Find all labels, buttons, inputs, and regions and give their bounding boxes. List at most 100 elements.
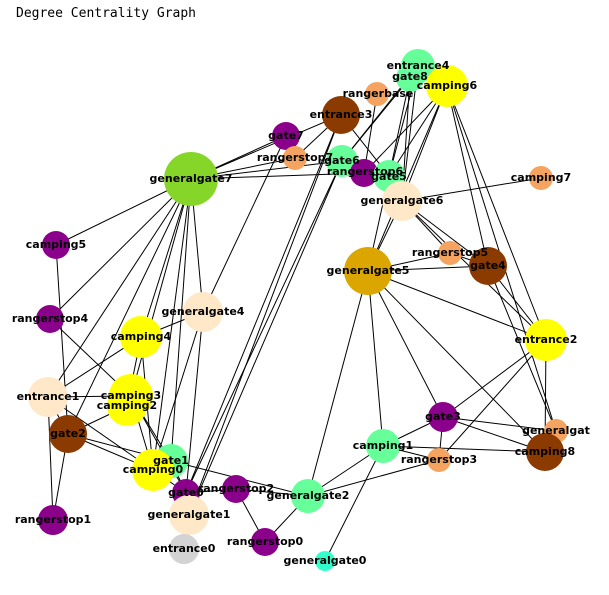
node-label-gate8: gate8 <box>392 70 428 83</box>
edge-camping6-entrance2 <box>446 85 547 341</box>
node-label-rangerstop4: rangerstop4 <box>12 312 89 325</box>
edge-camping6-generalgate5 <box>367 85 448 272</box>
node-rangerstop5 <box>438 241 462 265</box>
node-entrance1 <box>28 377 68 417</box>
edge-entrance1-rangerstop1 <box>47 396 54 521</box>
node-label-generalgate1: generalgate1 <box>148 508 231 521</box>
node-rangerstop4 <box>36 305 64 333</box>
node-label-camping7: camping7 <box>511 171 571 184</box>
node-layer: generalgate7generalgate5entrance3entranc… <box>12 49 590 571</box>
node-label-generalgate5: generalgate5 <box>327 264 410 277</box>
node-label-rangerstop3: rangerstop3 <box>401 453 477 466</box>
edge-gate4-generalgate3 <box>487 265 557 432</box>
node-label-entrance4: entrance4 <box>387 59 450 72</box>
node-entrance3 <box>322 96 360 134</box>
node-label-gate1: gate1 <box>153 454 189 467</box>
node-label-gate3: gate3 <box>425 410 461 423</box>
node-gate3 <box>428 402 458 432</box>
node-label-entrance2: entrance2 <box>515 333 578 346</box>
edge-generalgate7-gate1 <box>170 178 192 462</box>
node-gate6 <box>326 145 358 177</box>
graph-title: Degree Centrality Graph <box>16 6 197 21</box>
node-label-rangerstop2: rangerstop2 <box>198 482 274 495</box>
node-label-rangerbase: rangerbase <box>343 87 414 100</box>
node-rangerstop2 <box>222 475 250 503</box>
node-entrance0 <box>169 534 199 564</box>
node-label-camping0: camping0 <box>123 463 184 476</box>
node-rangerstop7 <box>283 146 307 170</box>
node-camping8 <box>526 433 564 471</box>
edge-rangerstop3-generalgate2 <box>307 459 440 497</box>
node-rangerstop0 <box>251 528 279 556</box>
node-label-generalgate3: generalgat <box>522 424 590 437</box>
node-label-rangerstop0: rangerstop0 <box>227 535 304 548</box>
node-label-camping2: camping2 <box>97 399 157 412</box>
edge-generalgate5-camping1 <box>367 270 384 447</box>
node-generalgate7 <box>164 152 218 206</box>
edge-gate7-generalgate4 <box>202 135 287 313</box>
edge-gate8-gate5 <box>388 77 411 177</box>
node-label-gate5: gate5 <box>371 170 407 183</box>
node-label-entrance3: entrance3 <box>310 108 373 121</box>
node-label-gate6: gate6 <box>324 154 360 167</box>
node-label-rangerstop5: rangerstop5 <box>412 246 488 259</box>
node-gate8 <box>396 64 424 92</box>
node-label-rangerstop6: rangerstop6 <box>327 165 404 178</box>
edge-gate6-generalgate1 <box>188 160 343 516</box>
node-rangerstop1 <box>38 505 68 535</box>
edge-gate3-generalgate3 <box>442 416 557 432</box>
node-camping4 <box>120 316 162 358</box>
node-label-gate7: gate7 <box>268 129 304 142</box>
node-camping6 <box>426 65 468 107</box>
node-gate2 <box>49 415 87 453</box>
node-label-camping8: camping8 <box>515 445 575 458</box>
node-label-gate4: gate4 <box>470 259 506 272</box>
edge-entrance2-gate3 <box>442 339 547 418</box>
edge-entrance3-gate0 <box>185 114 342 494</box>
node-label-camping1: camping1 <box>353 439 413 452</box>
edge-gate6-gate0 <box>185 160 343 494</box>
edge-generalgate7-gate2 <box>67 178 192 435</box>
edge-generalgate7-entrance1 <box>47 178 192 398</box>
node-label-camping3: camping3 <box>101 389 161 402</box>
node-camping1 <box>366 429 400 463</box>
edge-generalgate4-gate0 <box>185 311 204 494</box>
node-generalgate0 <box>315 551 335 571</box>
edge-camping1-generalgate0 <box>324 445 384 562</box>
edge-entrance3-generalgate1 <box>188 114 342 516</box>
node-label-generalgate6: generalgate6 <box>361 194 444 207</box>
edge-generalgate7-camping4 <box>140 178 192 338</box>
node-camping0 <box>132 449 174 491</box>
node-label-camping6: camping6 <box>417 79 478 92</box>
node-rangerstop6 <box>350 159 378 187</box>
node-label-entrance0: entrance0 <box>153 542 216 555</box>
node-label-rangerstop1: rangerstop1 <box>15 513 91 526</box>
node-generalgate6 <box>382 181 422 221</box>
edge-generalgate6-camping7 <box>401 177 542 202</box>
node-generalgate1 <box>169 495 209 535</box>
node-generalgate4 <box>183 292 223 332</box>
edge-camping1-camping8 <box>382 445 546 453</box>
edge-generalgate5-generalgate2 <box>307 270 369 497</box>
node-gate4 <box>469 247 507 285</box>
node-camping5 <box>42 231 70 259</box>
edge-generalgate5-entrance2 <box>367 270 547 341</box>
node-rangerbase <box>365 82 389 106</box>
edge-generalgate5-gate3 <box>367 270 444 418</box>
edge-generalgate5-camping8 <box>367 270 546 453</box>
edge-entrance2-rangerstop3 <box>438 339 547 461</box>
node-camping7 <box>529 166 553 190</box>
node-label-generalgate4: generalgate4 <box>162 305 245 318</box>
node-rangerstop3 <box>427 448 451 472</box>
edge-entrance1-camping0 <box>47 396 154 471</box>
node-label-camping5: camping5 <box>26 238 86 251</box>
edge-generalgate7-camping3 <box>130 178 192 397</box>
node-label-camping4: camping4 <box>111 330 172 343</box>
node-camping2 <box>107 386 147 426</box>
node-label-gate2: gate2 <box>50 427 86 440</box>
edge-generalgate7-entrance3 <box>190 114 342 180</box>
node-label-entrance1: entrance1 <box>17 390 80 403</box>
node-label-generalgate0: generalgate0 <box>284 554 367 567</box>
edge-camping6-gate4 <box>446 85 489 267</box>
